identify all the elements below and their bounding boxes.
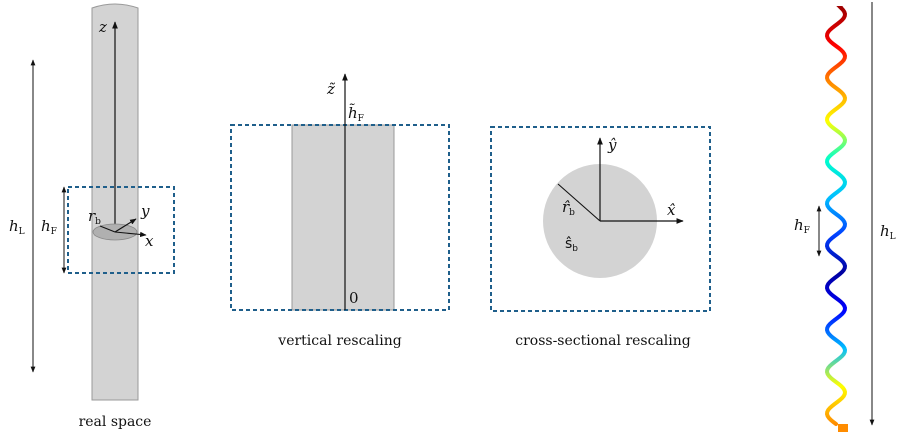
caption-vertical-rescaling: vertical rescaling — [277, 333, 401, 349]
rod-segment — [291, 124, 395, 311]
radius-hat-line — [557, 183, 601, 222]
caption-cross-sectional-rescaling: cross-sectional rescaling — [515, 333, 691, 349]
y-axis — [114, 218, 137, 233]
x-axis — [114, 231, 147, 238]
y-hat-label: ŷ — [607, 136, 617, 154]
z-tilde-label: z̃ — [326, 80, 335, 98]
panel-helix: hF hL — [794, 2, 896, 432]
radius-line — [99, 225, 116, 233]
zoom-box — [67, 186, 175, 274]
hL-helix-label: hL — [880, 222, 896, 242]
radius-label: rb — [88, 207, 101, 227]
hF-label: hF — [41, 217, 57, 237]
x-hat-label: x̂ — [667, 201, 676, 219]
radius-hat-label: r̂b — [562, 198, 575, 218]
panel-cross-sectional-rescaling: ŷ x̂ r̂b ŝb cross-sectional rescaling — [490, 126, 711, 349]
cross-box — [490, 126, 711, 312]
panel-real-space: z x y rb hL hF real space — [9, 3, 175, 430]
caption-real-space: real space — [79, 414, 152, 430]
helical-filament — [825, 6, 848, 426]
hF-tilde-label: h̃F — [348, 104, 364, 124]
zero-label: 0 — [349, 289, 359, 307]
filament-end-cap — [838, 424, 848, 432]
hL-label: hL — [9, 217, 25, 237]
z-axis-label: z — [98, 18, 107, 36]
area-label: ŝb — [565, 236, 578, 254]
hF-helix-label: hF — [794, 216, 810, 236]
y-axis-label: y — [140, 202, 150, 220]
rescaled-box — [230, 124, 450, 311]
panel-vertical-rescaling: z̃ h̃F 0 vertical rescaling — [230, 73, 450, 349]
x-axis-label: x — [145, 232, 154, 250]
